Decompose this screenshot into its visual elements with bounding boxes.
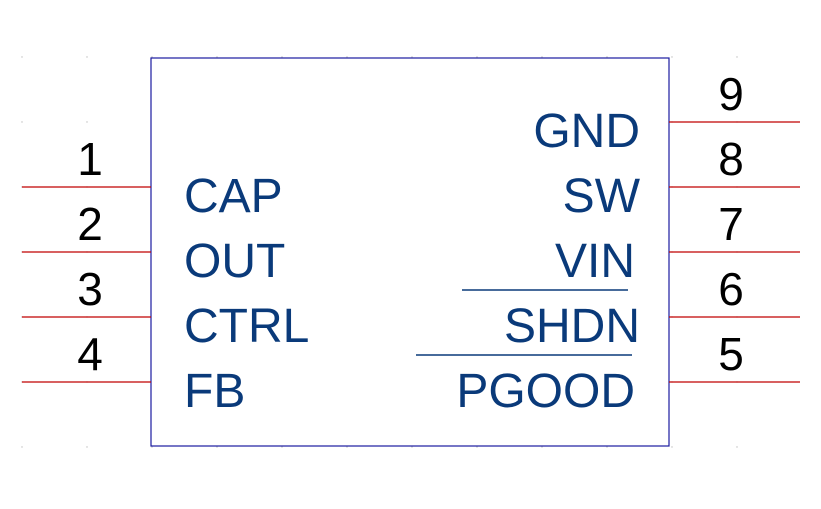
pin-2-number: 2	[77, 198, 103, 250]
pin-9: 9 GND	[533, 68, 800, 158]
grid-dot	[476, 56, 478, 58]
pin-3: 3 CTRL	[22, 263, 309, 353]
pin-7-label: VIN	[555, 235, 635, 288]
grid-dot	[476, 446, 478, 448]
grid-dot	[151, 446, 153, 448]
pin-1-label: CAP	[184, 170, 283, 223]
grid-dot	[21, 56, 23, 58]
pin-7-number: 7	[718, 198, 744, 250]
pin-9-number: 9	[718, 68, 744, 120]
pin-8-number: 8	[718, 133, 744, 185]
grid-dot	[216, 56, 218, 58]
grid-dot	[216, 446, 218, 448]
grid-dot	[606, 56, 608, 58]
pin-6-label: SHDN	[504, 300, 640, 353]
pin-5: 5 PGOOD	[416, 328, 800, 418]
pin-5-number: 5	[718, 328, 744, 380]
grid-dot	[541, 446, 543, 448]
pin-8: 8 SW	[563, 133, 800, 223]
pin-6: 6 SHDN	[462, 263, 800, 353]
grid-dot	[346, 446, 348, 448]
grid-dot	[86, 446, 88, 448]
grid-dot	[281, 446, 283, 448]
grid-dot	[86, 56, 88, 58]
pin-1-number: 1	[77, 133, 103, 185]
pin-7: 7 VIN	[555, 198, 800, 288]
grid-dot	[736, 56, 738, 58]
grid-dot	[411, 446, 413, 448]
pin-4: 4 FB	[22, 328, 245, 418]
pin-5-label: PGOOD	[456, 365, 635, 418]
pin-1: 1 CAP	[22, 133, 283, 223]
pin-9-label: GND	[533, 105, 640, 158]
grid-dot	[671, 446, 673, 448]
grid-dot	[86, 121, 88, 123]
grid-dot	[606, 446, 608, 448]
grid-dot	[281, 56, 283, 58]
grid-dot	[411, 56, 413, 58]
grid-dot	[151, 56, 153, 58]
pin-6-number: 6	[718, 263, 744, 315]
grid-dot	[21, 121, 23, 123]
grid-dot	[346, 56, 348, 58]
pin-2-label: OUT	[184, 235, 285, 288]
pin-4-number: 4	[77, 328, 103, 380]
pin-8-label: SW	[563, 170, 641, 223]
pin-2: 2 OUT	[22, 198, 285, 288]
grid-dot	[736, 446, 738, 448]
grid-dot	[21, 446, 23, 448]
pin-3-label: CTRL	[184, 300, 309, 353]
pin-3-number: 3	[77, 263, 103, 315]
pin-4-label: FB	[184, 365, 245, 418]
grid-dot	[541, 56, 543, 58]
grid-dot	[671, 56, 673, 58]
